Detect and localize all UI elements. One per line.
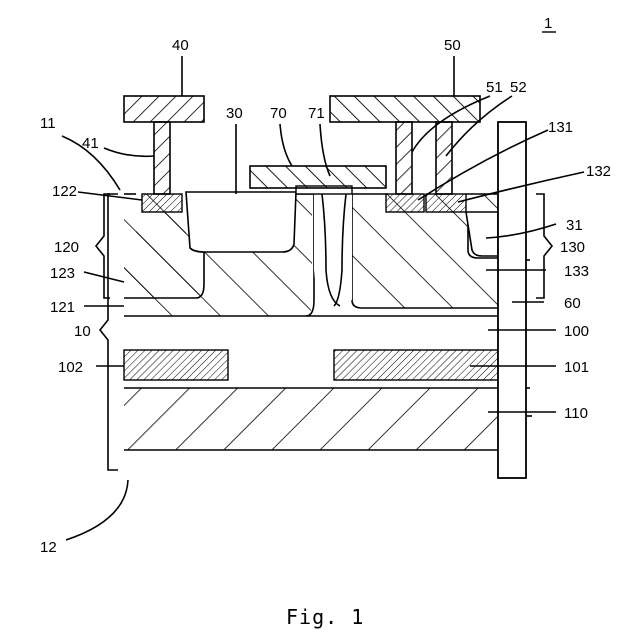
electrode-50 [330,96,480,122]
label-11: 11 [40,115,56,132]
label-71: 71 [308,105,325,122]
gate-electrode-70 [250,166,386,188]
back-electrode-60 [498,122,526,478]
label-130: 130 [560,239,585,256]
contact-region-131 [386,194,424,212]
label-133: 133 [564,263,589,280]
label-122: 122 [52,183,77,200]
label-50: 50 [444,37,461,54]
label-131: 131 [548,119,573,136]
label-41: 41 [82,135,99,152]
label-40: 40 [172,37,189,54]
isolation-30 [186,192,296,252]
label-120: 120 [54,239,79,256]
label-100: 100 [564,323,589,340]
region-101 [334,350,498,380]
label-70: 70 [270,105,287,122]
via-51 [396,122,412,194]
label-132: 132 [586,163,611,180]
brace-130 [536,194,552,298]
electrode-40 [124,96,204,122]
contact-region-132 [426,194,466,212]
label-30: 30 [226,105,243,122]
label-121: 121 [50,299,75,316]
label-52: 52 [510,79,527,96]
layer-110 [124,388,498,450]
label-110: 110 [564,405,588,422]
label-101: 101 [564,359,589,376]
label-102: 102 [58,359,83,376]
label-31: 31 [566,217,583,234]
figure-number: 1 [544,15,552,32]
label-51: 51 [486,79,503,96]
brace-10 [100,194,118,470]
label-123: 123 [50,265,75,282]
region-102 [124,350,228,380]
via-41 [154,122,170,194]
label-10: 10 [74,323,91,340]
label-60: 60 [564,295,581,312]
contact-region-122 [142,194,182,212]
figure-caption: Fig. 1 [286,605,364,629]
label-12: 12 [40,539,57,556]
